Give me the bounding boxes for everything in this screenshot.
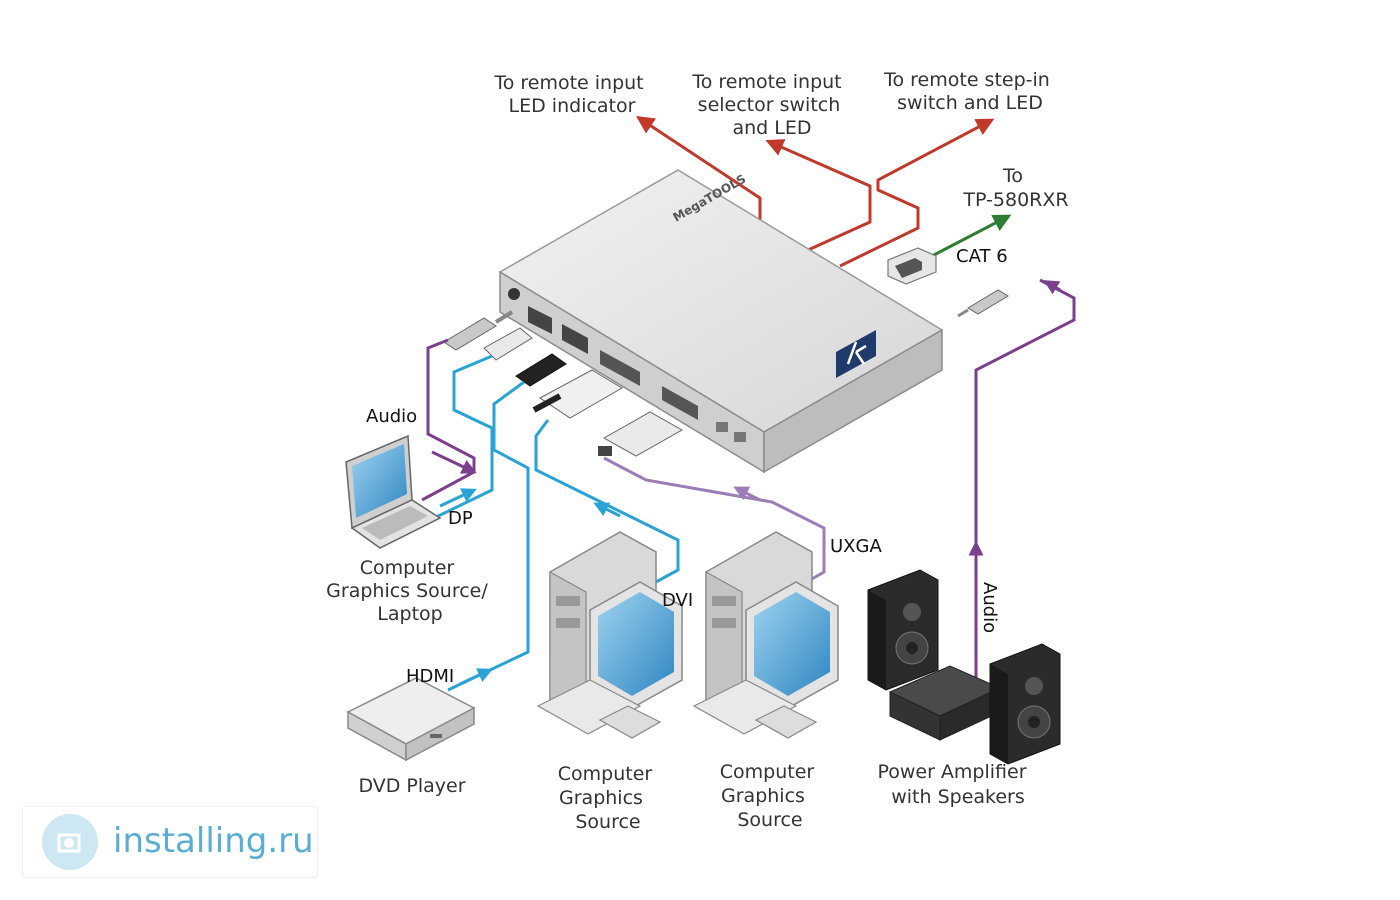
kramer-logo-icon: [836, 330, 876, 378]
label-audio-out: Audio: [979, 582, 1000, 633]
label-uxga: UXGA: [830, 536, 882, 557]
label-laptop: Computer Graphics Source/ Laptop: [326, 557, 494, 625]
dvd-player-icon: [346, 677, 476, 762]
label-audio-in: Audio: [366, 406, 417, 427]
speaker-left-icon: [867, 569, 939, 691]
hdmi-port-icon: [528, 306, 552, 334]
vga-port-icon: [662, 386, 698, 420]
vga-plug-connector: [598, 411, 684, 457]
uxga-cable: [603, 456, 826, 582]
label-hdmi: HDMI: [406, 666, 454, 687]
watermark-logo-icon: [42, 814, 98, 870]
watermark: installing.ru: [22, 806, 318, 878]
laptop-icon: [345, 434, 442, 549]
dvi-cable: [534, 419, 680, 584]
audio-in-cable: [421, 338, 477, 502]
remote-selector-line: [765, 139, 872, 252]
dp-port-icon: [562, 324, 588, 354]
label-pc1: Computer Graphics Source: [558, 763, 659, 833]
cat6-line: [931, 214, 1012, 258]
label-dp: DP: [448, 508, 473, 529]
dp-cable: [429, 354, 494, 522]
dvi-port-icon: [600, 350, 640, 386]
label-remote-stepin: To remote step-in switch and LED: [883, 69, 1056, 114]
label-remote-selector: To remote input selector switch and LED: [691, 71, 847, 139]
label-to-receiver: To TP-580RXR: [962, 165, 1068, 211]
watermark-text: installing.ru: [113, 821, 314, 861]
hdmi-cable: [447, 380, 530, 692]
remote-stepin-line: [839, 118, 995, 268]
label-pc2: Computer Graphics Source: [720, 761, 821, 831]
label-amplifier: Power Amplifier with Speakers: [877, 761, 1032, 808]
hdmi-plug-connector: [515, 353, 567, 387]
computer-1-icon: [536, 531, 683, 739]
label-dvi: DVI: [662, 590, 693, 611]
button-1-icon: [716, 422, 728, 432]
label-remote-led: To remote input LED indicator: [493, 72, 649, 117]
dvi-plug-connector: [532, 369, 623, 419]
audio-port-icon: [508, 288, 520, 300]
audio-jack-connector: [443, 310, 514, 351]
rj45-connector: [887, 247, 937, 285]
speaker-right-icon: [989, 643, 1061, 765]
extender-device: MegaTOOLS: [498, 169, 944, 474]
audio-out-cable: [959, 278, 1076, 692]
audio-out-jack-connector: [957, 289, 1009, 318]
computer-2-icon: [692, 531, 839, 739]
label-dvd: DVD Player: [358, 775, 465, 797]
button-2-icon: [734, 432, 746, 442]
label-cat6: CAT 6: [956, 246, 1008, 267]
